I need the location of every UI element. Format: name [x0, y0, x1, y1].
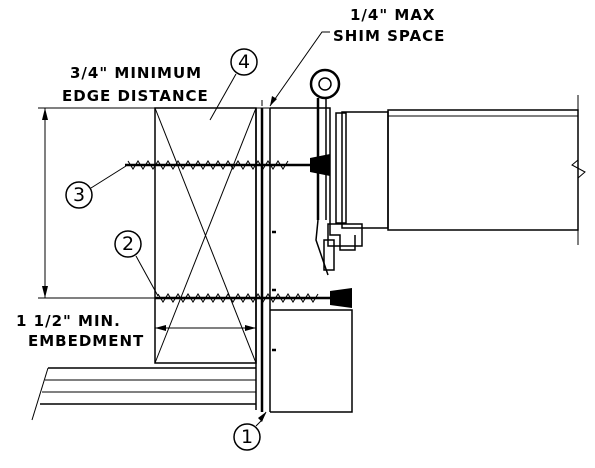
callout-4: 4: [209, 48, 258, 121]
embedment-dimension: [154, 315, 256, 355]
wood-buck: [154, 107, 257, 364]
sill-base: [31, 367, 256, 421]
callout-2: 2: [114, 230, 159, 297]
embedment-label-line1: 1 1/2" MIN.: [16, 312, 121, 330]
svg-text:3: 3: [73, 184, 85, 206]
svg-text:2: 2: [122, 233, 134, 255]
edge-distance-label-line1: 3/4" MINIMUM: [70, 64, 202, 82]
callout-3: 3: [65, 165, 127, 209]
jamb-fastener-marks: [272, 230, 276, 352]
svg-text:4: 4: [238, 51, 250, 73]
svg-text:1: 1: [241, 426, 253, 448]
shim-space-label-line2: SHIM SPACE: [333, 27, 445, 45]
lower-screw: [155, 288, 352, 308]
shim-space-leader: [269, 31, 330, 107]
embedment-label-line2: EMBEDMENT: [28, 332, 144, 350]
upper-screw: [125, 154, 330, 176]
edge-distance-label-line2: EDGE DISTANCE: [62, 87, 209, 105]
window-frame: [323, 95, 586, 271]
wall-substrate: [255, 100, 353, 413]
shim-space-label-line1: 1/4" MAX: [350, 6, 436, 24]
callout-1: 1: [233, 411, 267, 451]
